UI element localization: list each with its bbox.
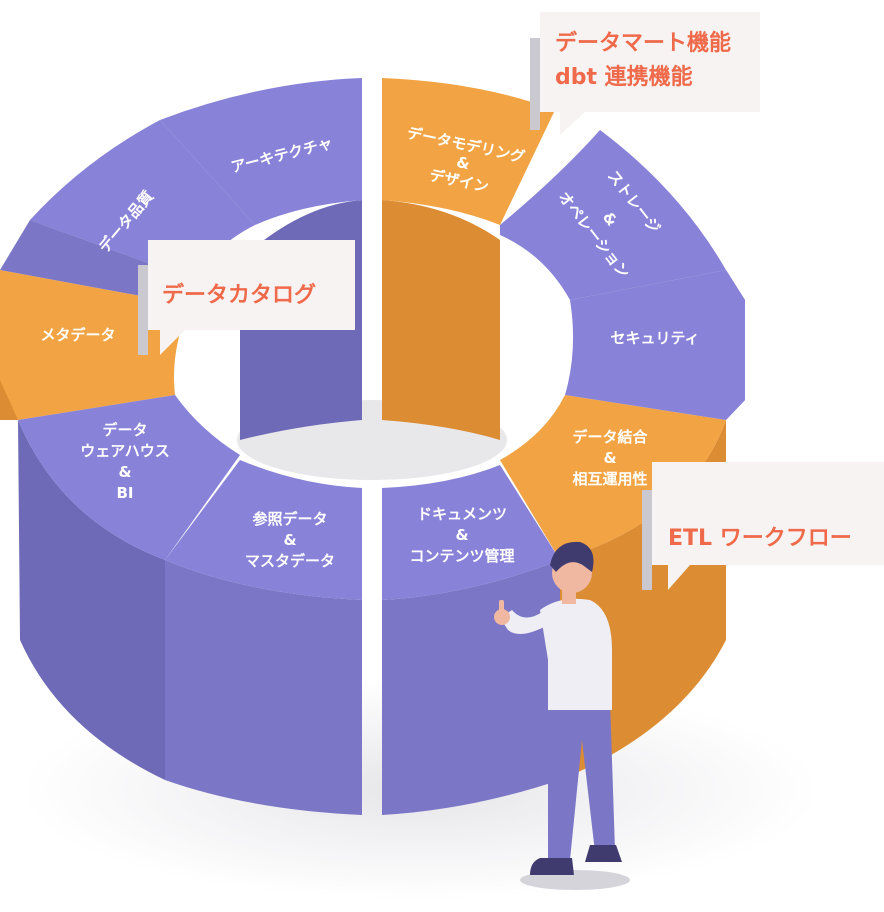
callout-catalog-text: データカタログ (162, 282, 316, 308)
label-documents-line-1: ドキュメンツ (417, 505, 507, 523)
label-warehouse-line-4: BI (116, 484, 133, 502)
label-documents-line-2: & (455, 526, 468, 544)
segment-reference[interactable] (165, 460, 362, 600)
callout-datamart-line-1: データマート機能 (555, 30, 731, 56)
wall-left (18, 420, 165, 780)
segment-architecture[interactable] (160, 78, 362, 225)
person-illustration (494, 541, 630, 890)
label-reference-line-1: 参照データ (252, 510, 327, 528)
label-integration-line-2: & (603, 449, 616, 467)
label-reference-line-3: マスタデータ (245, 552, 335, 570)
segment-security[interactable] (565, 270, 745, 420)
label-warehouse-line-3: & (118, 463, 131, 481)
callout-catalog: データカタログ (138, 240, 355, 355)
callout-etl-text: ETL ワークフロー (668, 526, 852, 551)
label-integration-line-3: 相互運用性 (572, 470, 647, 488)
segment-storage[interactable] (500, 130, 726, 300)
label-documents: ドキュメンツ & コンテンツ管理 (409, 505, 514, 565)
segment-integration[interactable] (500, 395, 726, 560)
wall-front-right (382, 560, 560, 815)
segment-documents[interactable] (382, 465, 560, 600)
callout-datamart-line-2: dbt 連携機能 (555, 64, 693, 90)
callout-datamart: データマート機能 dbt 連携機能 (530, 12, 760, 135)
segment-warehouse[interactable] (18, 395, 240, 560)
label-documents-line-3: コンテンツ管理 (409, 547, 514, 565)
callout-etl: ETL ワークフロー (642, 462, 884, 590)
label-integration-line-1: データ結合 (572, 428, 648, 446)
label-integration: データ結合 & 相互運用性 (572, 428, 648, 488)
label-warehouse-line-1: データ (102, 421, 147, 439)
label-reference: 参照データ & マスタデータ (245, 510, 335, 570)
label-warehouse: データ ウェアハウス & BI (80, 421, 169, 502)
label-reference-line-2: & (283, 531, 296, 549)
inner-wall-back-right (382, 200, 500, 440)
label-metadata: メタデータ (40, 326, 115, 344)
label-warehouse-line-2: ウェアハウス (80, 442, 169, 460)
segment-data-modeling[interactable] (382, 78, 555, 225)
label-data-modeling-line-2: & (455, 153, 472, 173)
wall-front-left (165, 560, 362, 815)
label-security: セキュリティ (610, 329, 699, 347)
